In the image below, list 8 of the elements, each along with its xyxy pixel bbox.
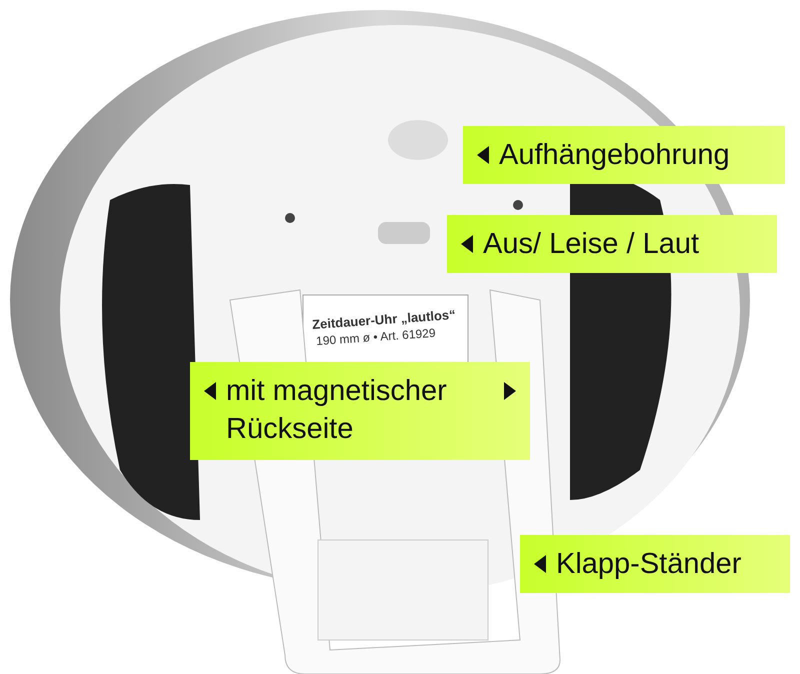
callout-text: Aus/ Leise / Laut: [483, 227, 700, 262]
callout-box: [447, 215, 777, 273]
callout-text: mit magnetischer Rückseite: [226, 374, 448, 447]
callout-text: Klapp-Ständer: [556, 547, 742, 582]
callout-box: [463, 126, 785, 184]
callout-box: [520, 535, 790, 593]
callout-text: Aufhängebohrung: [499, 138, 730, 173]
callout-box: [190, 362, 530, 460]
